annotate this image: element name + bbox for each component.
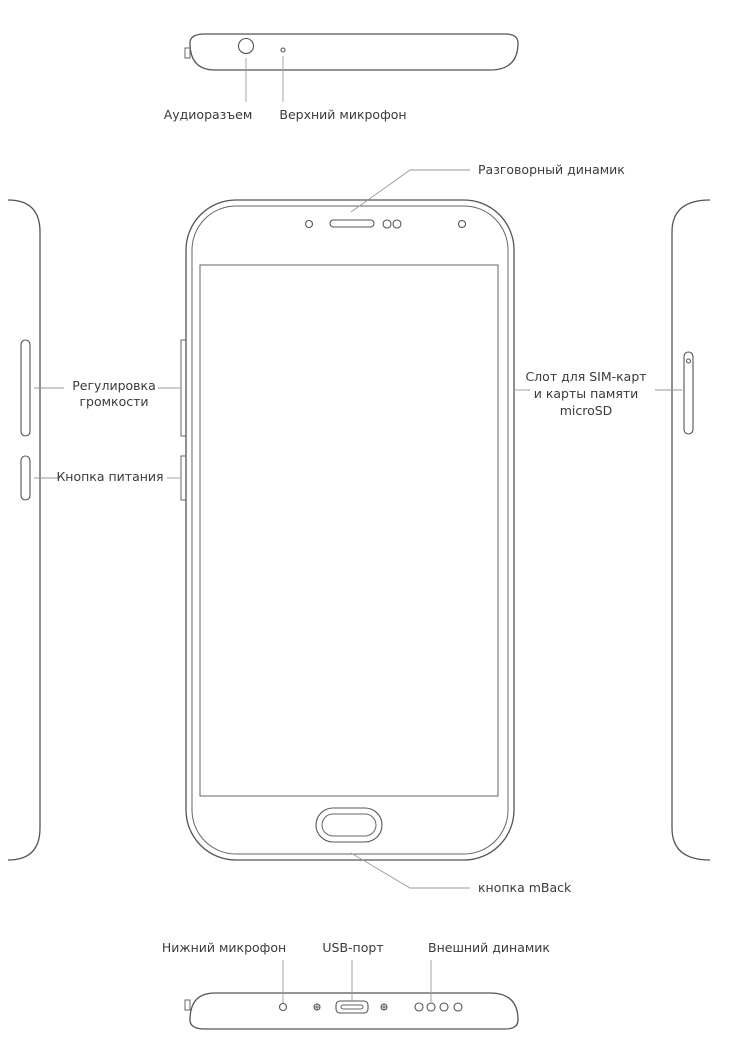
label-sim-line1: Слот для SIM-карт	[525, 369, 646, 384]
flash-sensor-icon	[457, 219, 467, 229]
volume-rocker-icon	[20, 339, 31, 437]
label-earpiece: Разговорный динамик	[478, 162, 625, 177]
sim-tray-icon	[683, 351, 694, 435]
top-edge-view	[184, 33, 519, 102]
top-mic-hole-icon	[280, 47, 286, 53]
speaker-hole-icon	[439, 1002, 449, 1012]
right-side-view	[655, 199, 711, 861]
label-audio-jack: Аудиоразъем	[164, 107, 253, 122]
sim-eject-hole-icon	[685, 358, 692, 364]
left-side-view	[7, 199, 64, 861]
usb-port-icon	[335, 1000, 369, 1014]
label-usb-port: USB-порт	[322, 940, 383, 955]
label-mback: кнопка mBack	[478, 880, 572, 895]
label-volume-line1: Регулировка	[72, 378, 155, 393]
label-sim-line2: и карты памяти	[534, 386, 639, 401]
earpiece-grille-icon	[329, 219, 375, 228]
audio-jack-icon	[237, 37, 255, 55]
mback-button-icon	[315, 807, 383, 843]
label-volume-line2: громкости	[79, 394, 148, 409]
front-power-edge	[180, 455, 187, 501]
bottom-mic-hole-icon	[278, 1002, 288, 1012]
phone-front-view	[180, 199, 515, 861]
speaker-hole-icon	[414, 1002, 424, 1012]
top-side-button-nub	[184, 47, 191, 59]
label-speaker: Внешний динамик	[428, 940, 550, 955]
bottom-edge-view	[184, 960, 519, 1030]
label-sim-line3: microSD	[560, 403, 613, 418]
front-volume-edge	[180, 339, 187, 437]
label-power-button: Кнопка питания	[56, 469, 163, 484]
speaker-hole-icon	[453, 1002, 463, 1012]
proximity-sensor-icon	[392, 219, 402, 229]
power-button-side-icon	[20, 455, 31, 501]
bottom-side-button-nub	[184, 999, 191, 1011]
label-bottom-mic: Нижний микрофон	[162, 940, 286, 955]
label-top-mic: Верхний микрофон	[279, 107, 406, 122]
front-camera-icon	[382, 219, 392, 229]
light-sensor-icon	[304, 219, 314, 229]
display-screen	[199, 264, 499, 797]
speaker-hole-icon	[426, 1002, 436, 1012]
